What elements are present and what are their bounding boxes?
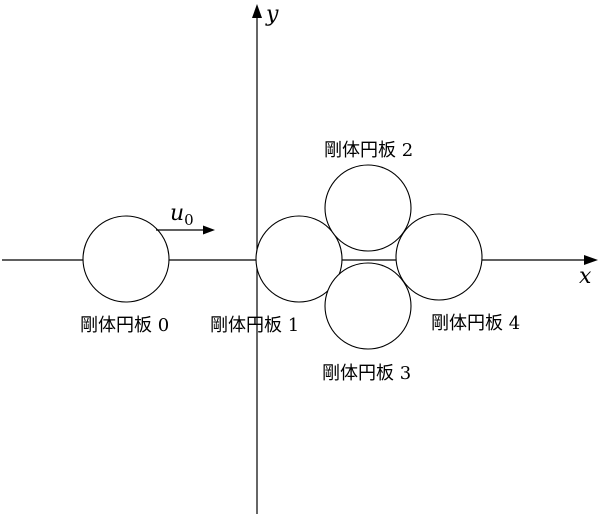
disk-0: [82, 215, 170, 303]
disk-3: [324, 262, 412, 350]
x-axis-arrowhead: [584, 255, 598, 265]
velocity-symbol: u: [170, 201, 184, 226]
disk-0-label: 剛体円板 0: [80, 315, 169, 336]
disk-2: [324, 164, 412, 252]
disk-1-label: 剛体円板 1: [210, 315, 299, 336]
disk-3-label: 剛体円板 3: [322, 363, 411, 384]
velocity-label: u0: [170, 201, 194, 229]
disk-4-label: 剛体円板 4: [431, 313, 520, 334]
y-axis-arrowhead: [252, 4, 262, 18]
velocity-arrowhead: [203, 225, 215, 235]
disk-1: [255, 215, 343, 303]
disk-2-label: 剛体円板 2: [324, 140, 413, 161]
y-axis-label: y: [265, 2, 279, 27]
velocity-subscript: 0: [184, 211, 194, 229]
disk-4: [395, 213, 483, 301]
x-axis-label: x: [579, 264, 592, 289]
